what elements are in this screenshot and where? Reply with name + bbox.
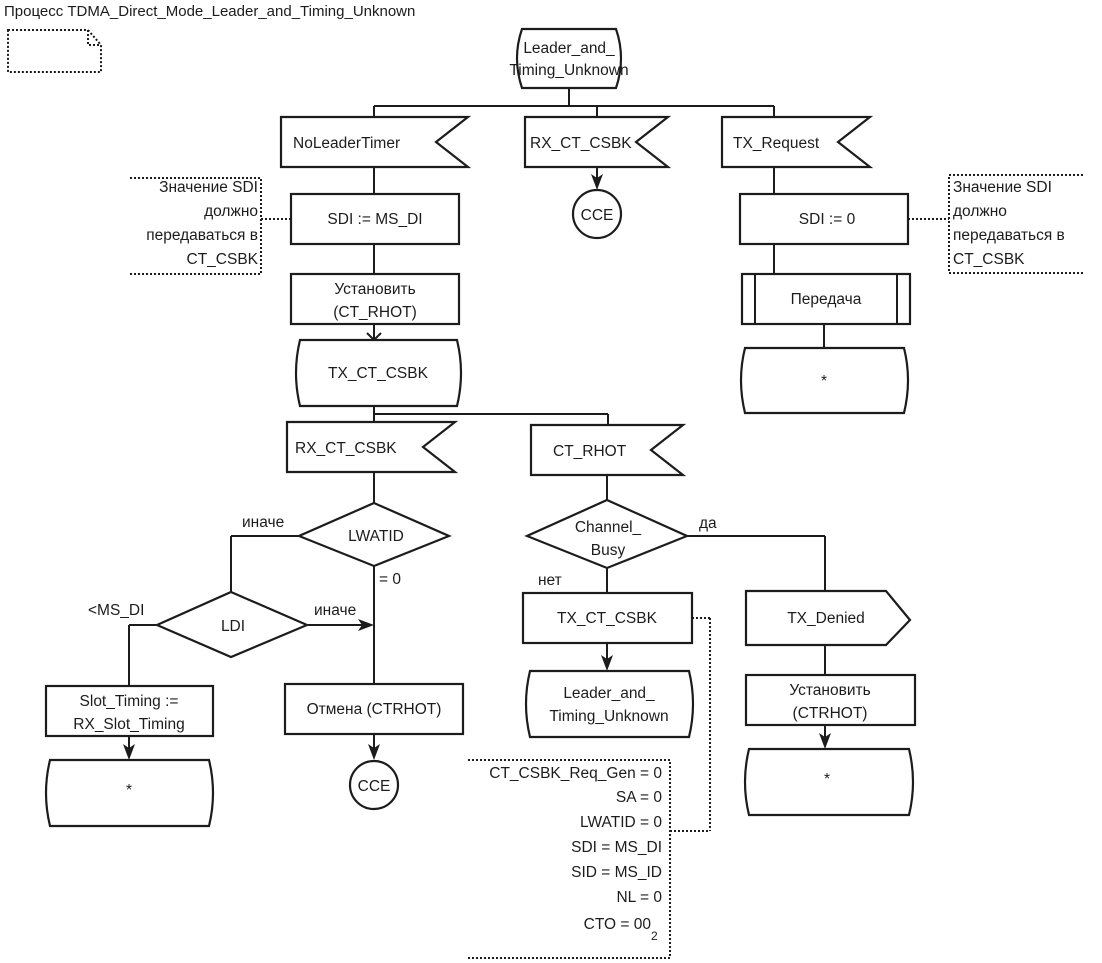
comment-csbk-fields: CT_CSBK_Req_Gen = 0 SA = 0 LWATID = 0 SD… bbox=[468, 759, 710, 959]
svg-text:Timing_Unknown: Timing_Unknown bbox=[549, 708, 668, 725]
output-tx-ct-csbk-lower[interactable]: TX_CT_CSBK bbox=[521, 591, 694, 645]
svg-text:CCE: CCE bbox=[581, 207, 614, 224]
task-sdi-ms-di[interactable]: SDI := MS_DI bbox=[289, 192, 461, 246]
svg-text:TX_Request: TX_Request bbox=[733, 135, 820, 152]
svg-text:Slot_Timing :=: Slot_Timing := bbox=[80, 693, 179, 710]
svg-text:CT_RHOT: CT_RHOT bbox=[553, 443, 627, 460]
svg-text:Channel_: Channel_ bbox=[575, 519, 642, 536]
input-ct-rhot[interactable]: CT_RHOT bbox=[529, 423, 687, 477]
svg-text:SDI := 0: SDI := 0 bbox=[799, 211, 856, 228]
svg-text:RX_CT_CSBK: RX_CT_CSBK bbox=[295, 440, 397, 457]
arrow-icon bbox=[368, 744, 380, 760]
svg-text:NoLeaderTimer: NoLeaderTimer bbox=[293, 135, 400, 152]
svg-text:Timing_Unknown: Timing_Unknown bbox=[509, 62, 628, 79]
svg-text:*: * bbox=[824, 771, 830, 788]
output-tx-denied[interactable]: TX_Denied bbox=[744, 589, 912, 647]
decision-channel-busy[interactable]: Channel_ Busy bbox=[524, 498, 690, 570]
svg-text:TX_CT_CSBK: TX_CT_CSBK bbox=[557, 610, 658, 627]
page-frame-icon bbox=[7, 29, 102, 73]
svg-text:LDI: LDI bbox=[221, 618, 245, 635]
arrow-icon bbox=[358, 619, 374, 631]
svg-text:должно: должно bbox=[204, 203, 258, 220]
next-state-left[interactable]: * bbox=[44, 758, 215, 828]
label-else-ldi: иначе bbox=[314, 602, 356, 619]
label-else: иначе bbox=[242, 514, 284, 531]
svg-text:LWATID = 0: LWATID = 0 bbox=[580, 814, 662, 831]
label-no: нет bbox=[538, 572, 562, 589]
svg-text:Значение SDI: Значение SDI bbox=[953, 179, 1052, 196]
svg-text:SID = MS_ID: SID = MS_ID bbox=[571, 864, 662, 881]
svg-text:Установить: Установить bbox=[334, 281, 415, 298]
svg-text:SDI = MS_DI: SDI = MS_DI bbox=[571, 839, 662, 856]
connector-cce-lower[interactable]: CCE bbox=[348, 759, 400, 811]
svg-text:(CTRHOT): (CTRHOT) bbox=[793, 705, 868, 722]
svg-text:SA = 0: SA = 0 bbox=[616, 789, 662, 806]
next-state-right[interactable]: * bbox=[743, 747, 915, 817]
task-cancel-ctrhot[interactable]: Отмена (CTRHOT) bbox=[283, 682, 465, 736]
svg-text:TX_Denied: TX_Denied bbox=[787, 610, 865, 627]
svg-text:CT_CSBK: CT_CSBK bbox=[187, 251, 259, 268]
procedure-transmit[interactable]: Передача bbox=[740, 272, 912, 326]
output-tx-ct-csbk[interactable]: TX_CT_CSBK bbox=[294, 338, 463, 408]
svg-text:2: 2 bbox=[651, 929, 658, 943]
svg-text:NL = 0: NL = 0 bbox=[616, 889, 662, 906]
svg-text:CT_CSBK: CT_CSBK bbox=[953, 251, 1025, 268]
task-sdi-zero[interactable]: SDI := 0 bbox=[738, 192, 910, 246]
arrow-icon bbox=[123, 744, 135, 760]
input-rx-ct-csbk[interactable]: RX_CT_CSBK bbox=[523, 115, 672, 169]
svg-text:RX_Slot_Timing: RX_Slot_Timing bbox=[73, 716, 184, 733]
connector-cce-upper[interactable]: CCE bbox=[571, 188, 623, 240]
arrow-icon bbox=[591, 174, 603, 190]
svg-text:Отмена (CTRHOT): Отмена (CTRHOT) bbox=[307, 701, 442, 718]
input-rx-ct-csbk-lower[interactable]: RX_CT_CSBK bbox=[285, 420, 459, 474]
svg-text:Leader_and_: Leader_and_ bbox=[523, 40, 615, 57]
label-eq-zero: = 0 bbox=[379, 571, 401, 588]
svg-text:передаваться в: передаваться в bbox=[953, 227, 1065, 244]
svg-text:Leader_and_: Leader_and_ bbox=[563, 685, 655, 702]
svg-text:CT_CSBK_Req_Gen = 0: CT_CSBK_Req_Gen = 0 bbox=[489, 765, 662, 782]
task-set-ctrhot[interactable]: Установить (CTRHOT) bbox=[744, 673, 917, 727]
svg-text:Busy: Busy bbox=[591, 542, 626, 559]
label-less-ms-di: <MS_DI bbox=[88, 602, 144, 619]
svg-text:TX_CT_CSBK: TX_CT_CSBK bbox=[328, 365, 429, 382]
comment-sdi-left: Значение SDI должно передаваться в CT_CS… bbox=[130, 177, 291, 275]
arrow-icon bbox=[601, 655, 613, 671]
svg-text:(CT_RHOT): (CT_RHOT) bbox=[333, 304, 417, 321]
label-yes: да bbox=[699, 515, 717, 532]
svg-text:Установить: Установить bbox=[789, 682, 870, 699]
task-set-ct-rhot[interactable]: Установить (CT_RHOT) bbox=[289, 272, 461, 326]
task-slot-timing[interactable]: Slot_Timing := RX_Slot_Timing bbox=[44, 684, 215, 738]
return-state-leader-timing[interactable]: Leader_and_ Timing_Unknown bbox=[524, 669, 695, 739]
start-state[interactable]: Leader_and_ Timing_Unknown bbox=[509, 27, 629, 90]
svg-text:LWATID: LWATID bbox=[348, 528, 404, 545]
svg-text:CCE: CCE bbox=[358, 778, 391, 795]
decision-ldi[interactable]: LDI bbox=[154, 590, 310, 659]
svg-text:CTO = 00: CTO = 00 bbox=[584, 916, 652, 933]
next-state-tx-request[interactable]: * bbox=[739, 346, 910, 415]
arrow-icon bbox=[819, 733, 831, 749]
svg-text:*: * bbox=[126, 782, 132, 799]
comment-sdi-right: Значение SDI должно передаваться в CT_CS… bbox=[908, 174, 1083, 274]
process-title: Процесс TDMA_Direct_Mode_Leader_and_Timi… bbox=[4, 3, 415, 20]
svg-text:*: * bbox=[821, 373, 827, 390]
input-tx-request[interactable]: TX_Request bbox=[720, 115, 874, 169]
decision-lwatid[interactable]: LWATID bbox=[296, 501, 452, 568]
svg-text:RX_CT_CSBK: RX_CT_CSBK bbox=[530, 135, 632, 152]
svg-text:SDI := MS_DI: SDI := MS_DI bbox=[327, 211, 422, 228]
svg-text:Передача: Передача bbox=[791, 291, 862, 308]
svg-text:Значение SDI: Значение SDI bbox=[159, 179, 258, 196]
svg-text:передаваться в: передаваться в bbox=[146, 227, 258, 244]
svg-text:должно: должно bbox=[953, 203, 1007, 220]
input-no-leader-timer[interactable]: NoLeaderTimer bbox=[279, 115, 472, 169]
